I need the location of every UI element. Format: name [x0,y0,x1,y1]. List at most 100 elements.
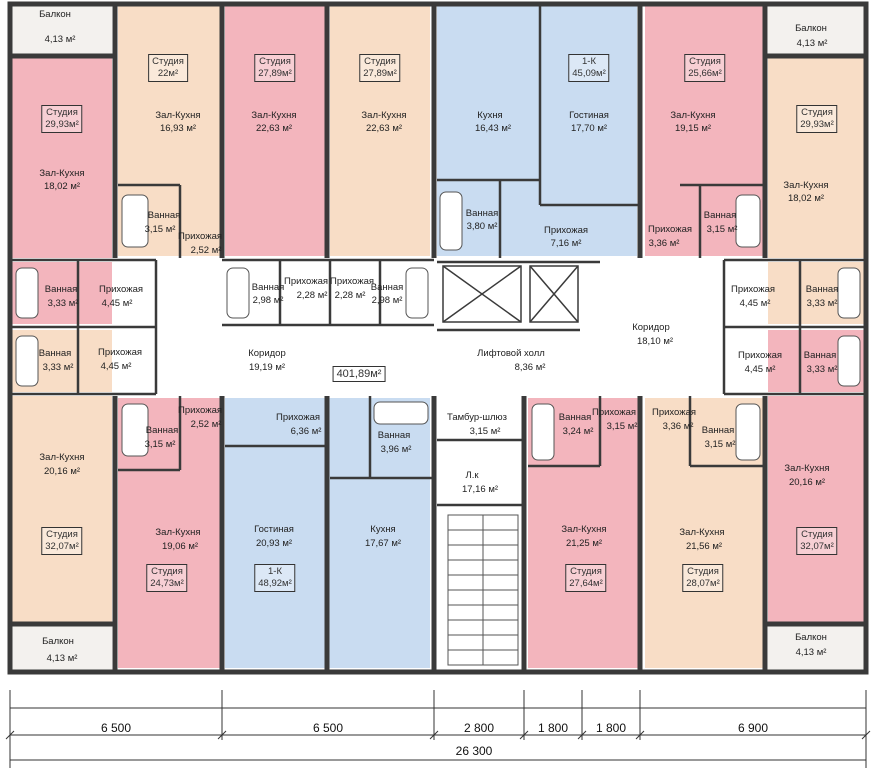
bathtubs [15,191,861,461]
room-area: 18,02 м² [43,181,81,192]
room-area: 3,33 м² [42,362,74,373]
room-name: Прихожая [737,350,783,361]
fill-studio-ne [768,58,864,258]
unit-type: Студия [152,56,184,67]
unit-area: 24,73м² [150,578,184,589]
unit-type: Студия [689,56,721,67]
room-name: Ванная [147,210,181,221]
room-name: Тамбур-шлюз [446,412,508,423]
room-name: Балкон [39,9,71,20]
room-area: 4,13 м² [44,34,76,45]
inner-walls [10,4,866,507]
room-area: 2,52 м² [190,245,222,256]
room-area: 3,96 м² [380,444,412,455]
dimension-label: 6 500 [312,721,344,735]
room-area: 20,16 м² [43,466,81,477]
room-area: 18,02 м² [787,193,825,204]
fill-studio-sw [12,396,112,622]
unit-type: Студия [46,107,78,118]
staircase [447,514,519,666]
room-area: 20,93 м² [255,538,293,549]
room-name: Ванная [805,284,839,295]
room-area: 4,13 м² [795,647,827,658]
room-area: 3,36 м² [662,421,694,432]
room-name: Ванная [44,284,78,295]
room-area: 4,45 м² [739,298,771,309]
room-name: Прихожая [275,412,321,423]
room-name: Зал-Кухня [670,110,716,121]
room-area: 20,16 м² [788,477,826,488]
room-name: Прихожая [97,347,143,358]
room-name: Зал-Кухня [784,463,830,474]
room-area: 3,80 м² [466,221,498,232]
room-name: Балкон [795,23,827,34]
room-name: Прихожая [591,407,637,418]
room-name: Зал-Кухня [361,110,407,121]
dimension-label: 6 900 [737,721,769,735]
room-area: 2,52 м² [190,419,222,430]
room-area: 22,63 м² [255,123,293,134]
room-area: 3,36 м² [648,238,680,249]
room-area: 3,33 м² [806,298,838,309]
room-area: 4,13 м² [796,38,828,49]
dimension-label: 1 800 [537,721,569,735]
unit-type: Студия [259,56,291,67]
room-name: Зал-Кухня [155,110,201,121]
room-name: Коридор [248,348,286,359]
room-area: 3,24 м² [562,426,594,437]
unit-area: 29,93м² [800,119,834,130]
elevator-shafts [442,265,579,323]
room-area: 19,06 м² [161,541,199,552]
room-name: Лифтовой холл [477,348,545,359]
room-name: Л.к [465,470,479,481]
unit-type: Студия [151,566,183,577]
unit-type: Студия [570,566,602,577]
total-area-badge: 401,89м² [332,366,386,382]
room-area: 19,19 м² [248,362,286,373]
room-area: 3,15 м² [144,224,176,235]
unit-area: 32,07м² [800,541,834,552]
room-name: Гостиная [569,110,609,121]
room-name: Зал-Кухня [783,180,829,191]
room-area: 3,15 м² [706,224,738,235]
room-name: Кухня [477,110,503,121]
room-name: Зал-Кухня [251,110,297,121]
room-area: 3,15 м² [469,426,501,437]
room-name: Коридор [632,322,670,333]
room-name: Прихожая [730,284,776,295]
room-name: Кухня [370,524,396,535]
room-area: 4,13 м² [46,653,78,664]
room-name: Ванная [251,282,285,293]
room-area: 3,15 м² [606,421,638,432]
room-area: 4,45 м² [101,298,133,309]
unit-area: 27,89м² [363,68,397,79]
room-area: 3,33 м² [806,364,838,375]
dimension-lines [5,690,871,768]
unit-area: 27,89м² [258,68,292,79]
room-name: Зал-Кухня [39,168,85,179]
fill-corridor [112,258,768,398]
room-name: Ванная [370,282,404,293]
room-name: Балкон [795,632,827,643]
room-fills [12,6,864,670]
unit-area: 32,07м² [45,541,79,552]
room-name: Ванная [703,210,737,221]
fill-studio-2789a [225,6,325,256]
room-name: Прихожая [329,276,375,287]
room-name: Зал-Кухня [39,452,85,463]
room-area: 2,28 м² [334,290,366,301]
room-name: Гостиная [254,524,294,535]
room-name: Зал-Кухня [561,524,607,535]
room-area: 21,25 м² [565,538,603,549]
room-name: Прихожая [543,225,589,236]
room-area: 8,36 м² [514,362,546,373]
fill-balcony-se [768,626,864,670]
